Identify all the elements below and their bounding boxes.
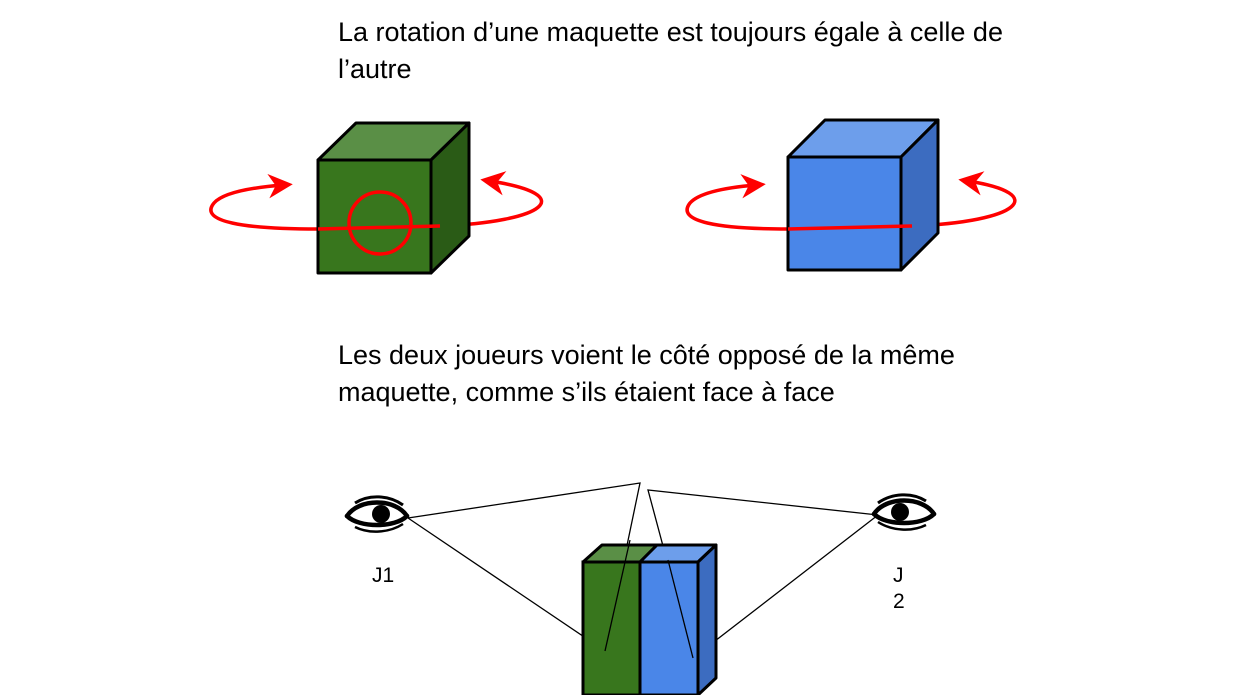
blue-model-front [638, 560, 700, 695]
eye-icon [344, 495, 410, 533]
j2-sight-line-over-model [667, 559, 694, 659]
blue-cube-rotation-group [685, 118, 1017, 272]
blue-model-side [696, 543, 718, 695]
opposite-view-caption: Les deux joueurs voient le côté opposé d… [338, 340, 955, 407]
paired-models [581, 539, 718, 695]
blue-rotation-back-arc [685, 171, 1017, 231]
blue-cube [786, 118, 940, 272]
green-rotation-front-line [317, 224, 441, 231]
eye-icon [871, 493, 937, 531]
green-model-front [581, 560, 642, 695]
green-cube-front [316, 158, 433, 275]
blue-cube-front [786, 155, 903, 272]
circle-marker-icon [347, 190, 413, 256]
blue-rotation-front-line [787, 224, 913, 231]
green-rotation-back-arc [209, 171, 544, 231]
j1-sight-line-over-model [604, 539, 631, 652]
player-label-j2: J2 [893, 564, 905, 613]
player-label-j1: J1 [372, 564, 395, 587]
rotation-rule-caption: La rotation d’une maquette est toujours … [338, 17, 1003, 84]
green-cube-rotation-group [209, 121, 544, 275]
